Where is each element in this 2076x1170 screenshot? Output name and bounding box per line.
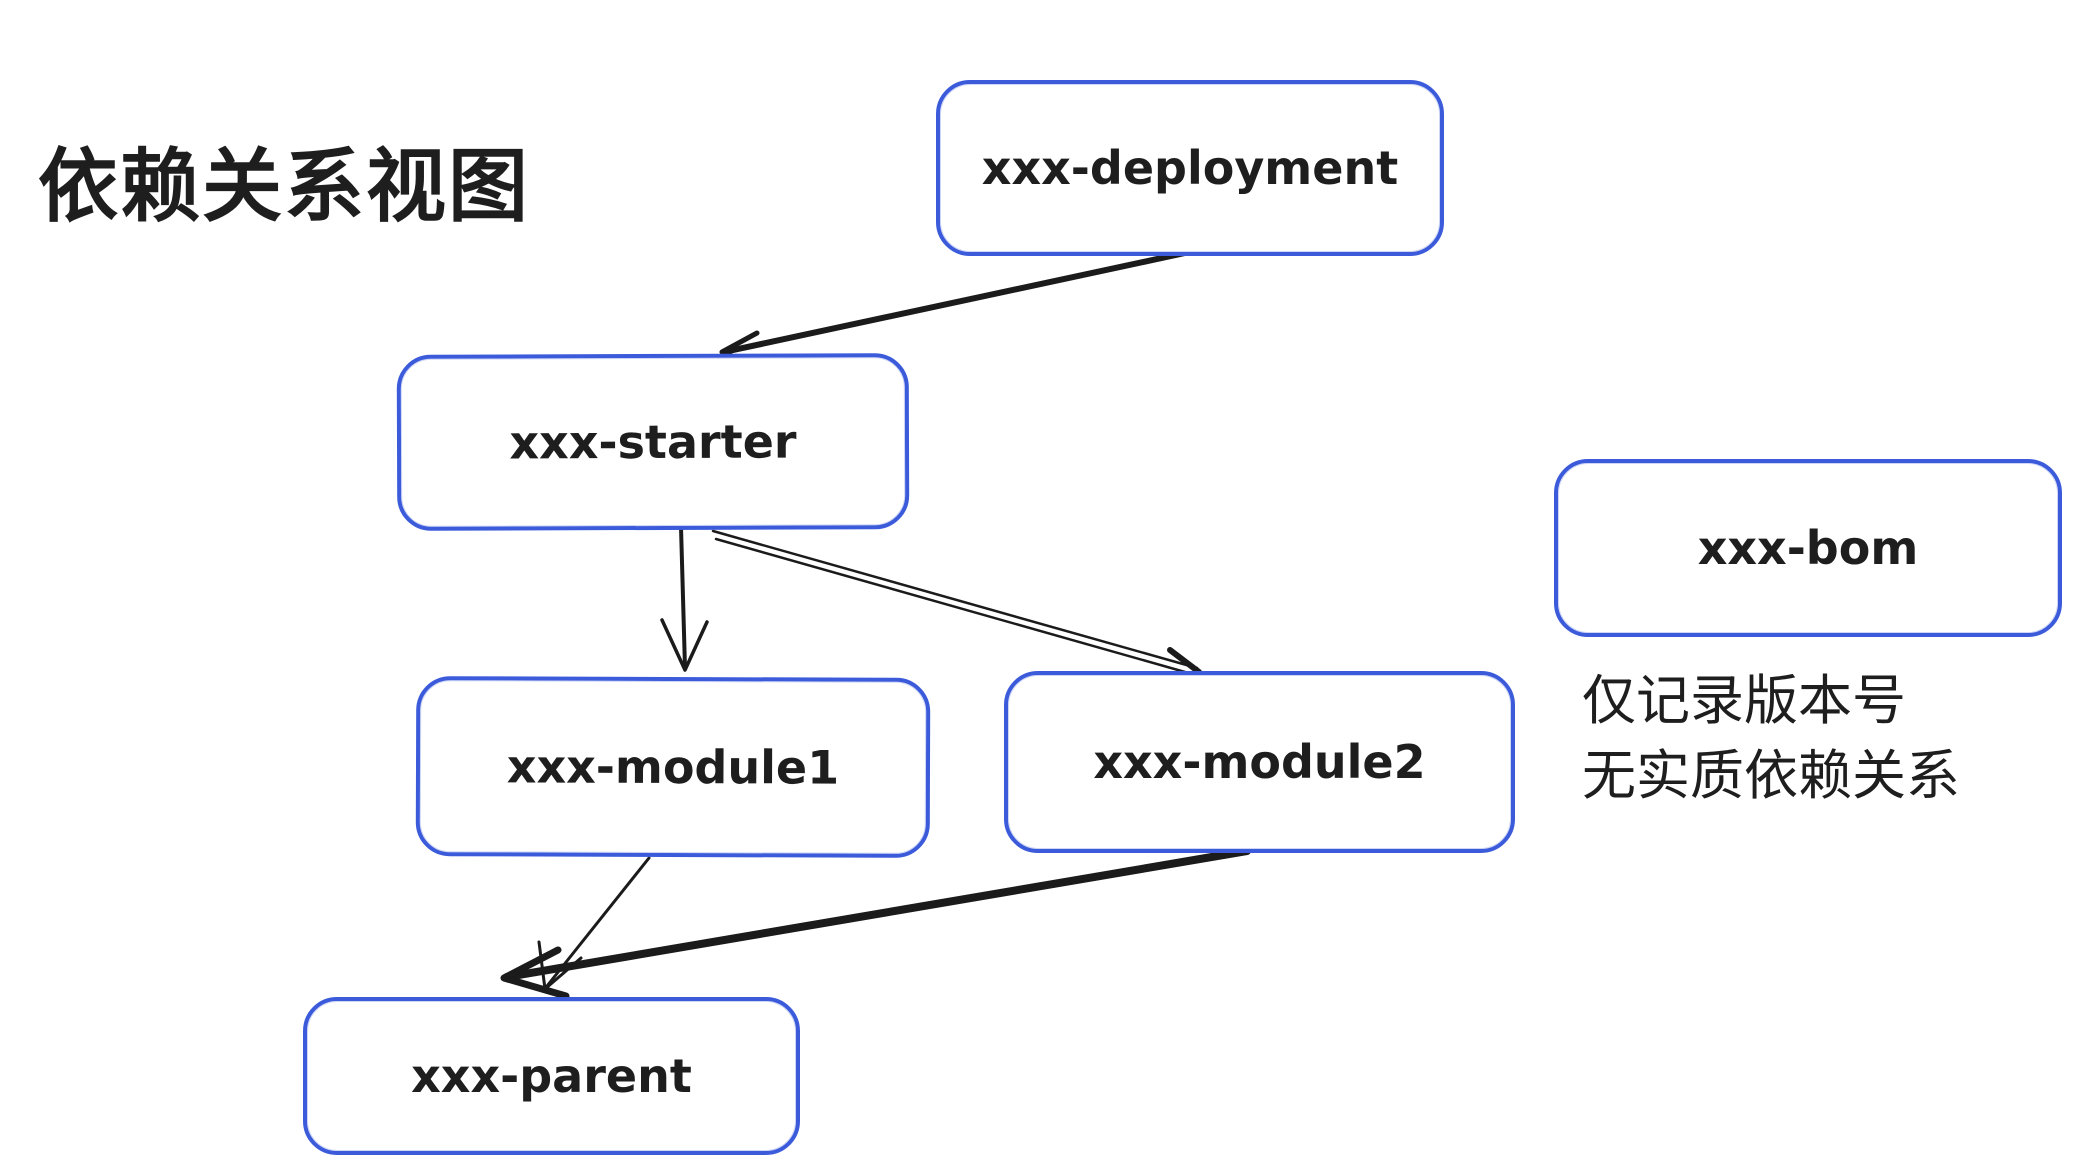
node-xxx-module2: xxx-module2 [1004,671,1515,853]
node-label: xxx-module1 [506,739,840,795]
edge-starter-module1 [660,525,709,672]
node-xxx-bom: xxx-bom [1554,459,2062,637]
node-xxx-module1: xxx-module1 [415,676,931,858]
edge-line [721,250,1188,355]
bom-annotation-line1: 仅记录版本号 [1582,669,1906,732]
arrowhead-icon [500,946,570,1000]
edge-starter-module2 [711,529,1202,694]
edge-line [714,537,1194,676]
edge-line [679,525,687,670]
node-label: xxx-parent [411,1049,692,1103]
diagram-title: 依赖关系视图 [38,140,530,233]
edge-module2-parent [500,847,1251,1000]
node-xxx-deployment: xxx-deployment [936,80,1444,256]
node-xxx-parent: xxx-parent [303,997,800,1155]
edge-line [711,529,1199,670]
edge-line [503,847,1251,981]
bom-annotation: 仅记录版本号 无实质依赖关系 [1582,664,1960,813]
node-label: xxx-starter [509,414,797,470]
bom-annotation-line2: 无实质依赖关系 [1582,743,1960,807]
node-xxx-starter: xxx-starter [396,353,910,531]
edge-deployment-starter [719,250,1188,372]
arrowhead-icon [660,618,709,672]
node-label: xxx-bom [1697,521,1919,575]
node-label: xxx-deployment [981,141,1399,195]
node-label: xxx-module2 [1093,735,1426,789]
